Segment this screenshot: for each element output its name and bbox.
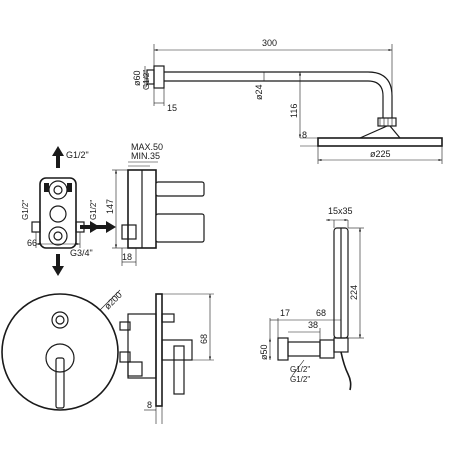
wall-plate-front-view: ø200 bbox=[1, 289, 124, 411]
holder bbox=[319, 339, 335, 359]
side-protection-bottom bbox=[155, 213, 205, 243]
center-port bbox=[49, 205, 67, 223]
hose bbox=[340, 351, 352, 391]
arrow-up-icon bbox=[52, 146, 64, 168]
arrow-left-icon bbox=[80, 221, 100, 233]
hose-connector bbox=[333, 337, 349, 353]
shower-arm-view: 300 ø60 G1/2" 15 ø24 116 8 ø225 bbox=[132, 38, 443, 164]
lever-side-handle bbox=[173, 345, 185, 395]
valve-body-front-view: G1/2" G1/2" G1/2" 66 G3/4" bbox=[21, 146, 116, 276]
elbow-body bbox=[287, 341, 321, 357]
valve-height-label: 147 bbox=[105, 199, 115, 214]
drop-label: 116 bbox=[289, 104, 299, 118]
plate-thickness-label: 8 bbox=[147, 400, 152, 410]
elbow-length-label: 68 bbox=[316, 308, 326, 318]
lever-side bbox=[161, 339, 193, 361]
lever-base bbox=[45, 343, 75, 373]
elbow-flange bbox=[277, 337, 289, 361]
bottom-offset-label: 18 bbox=[122, 252, 132, 262]
head-diameter-label: ø225 bbox=[370, 149, 391, 159]
diverter-knob bbox=[51, 311, 69, 329]
head-connector bbox=[377, 117, 397, 127]
wall-flange bbox=[153, 65, 165, 89]
flange-depth-label: 15 bbox=[167, 103, 177, 113]
bottom-outlet-label: G3/4" bbox=[70, 248, 93, 258]
diverter-stem bbox=[161, 313, 175, 323]
elbow-depth-label: 38 bbox=[308, 320, 318, 330]
wall-plate-side-view: 68 8 bbox=[119, 293, 214, 424]
valve-body bbox=[39, 177, 77, 249]
arm-length-label: 300 bbox=[262, 38, 277, 48]
pipe-diameter-label: ø24 bbox=[254, 84, 264, 100]
shower-arm-pipe-top bbox=[164, 71, 393, 118]
plate-side bbox=[155, 293, 163, 407]
plate-depth-label: 68 bbox=[199, 334, 209, 344]
flange-diameter-label: ø60 bbox=[132, 70, 142, 86]
head-thickness-label: 8 bbox=[302, 130, 307, 140]
min-depth-label: MIN.35 bbox=[131, 151, 160, 161]
shower-head bbox=[317, 137, 443, 147]
hand-shower-thread-label-1: G1/2" bbox=[290, 365, 310, 374]
lever-handle bbox=[55, 357, 65, 409]
side-protection-top bbox=[155, 181, 205, 197]
elbow-flange-diameter-label: ø50 bbox=[259, 344, 269, 360]
hand-shower-thread-label-2: G1/2" bbox=[290, 375, 310, 384]
hand-shower-length-label: 224 bbox=[349, 285, 359, 300]
handle-size-label: 15x35 bbox=[328, 206, 353, 216]
center-spacing-label: 66 bbox=[27, 238, 37, 248]
bottom-port bbox=[48, 226, 68, 246]
wall-thread bbox=[146, 69, 155, 85]
valve-side-installed bbox=[127, 313, 157, 379]
elbow-offset-label: 17 bbox=[280, 308, 290, 318]
shower-arm-pipe-bottom bbox=[164, 80, 384, 118]
wall-plate bbox=[1, 293, 119, 411]
arm-thread-label: G1/2" bbox=[142, 70, 151, 90]
plate-diameter-label: ø200 bbox=[102, 290, 124, 312]
right-inlet-label: G1/2" bbox=[89, 200, 98, 220]
valve-body-side-view: MAX.50 MIN.35 147 18 bbox=[105, 142, 205, 266]
left-inlet bbox=[31, 221, 41, 233]
arrow-down-icon bbox=[52, 254, 64, 276]
left-inlet-label: G1/2" bbox=[21, 200, 30, 220]
max-depth-label: MAX.50 bbox=[131, 142, 163, 152]
arrow-right-icon bbox=[96, 221, 116, 233]
hand-shower-view: 15x35 224 17 68 38 ø50 G1/2" G1/2" bbox=[259, 206, 364, 391]
top-port bbox=[48, 180, 68, 200]
top-outlet-label: G1/2" bbox=[66, 150, 89, 160]
side-nut bbox=[121, 224, 137, 240]
